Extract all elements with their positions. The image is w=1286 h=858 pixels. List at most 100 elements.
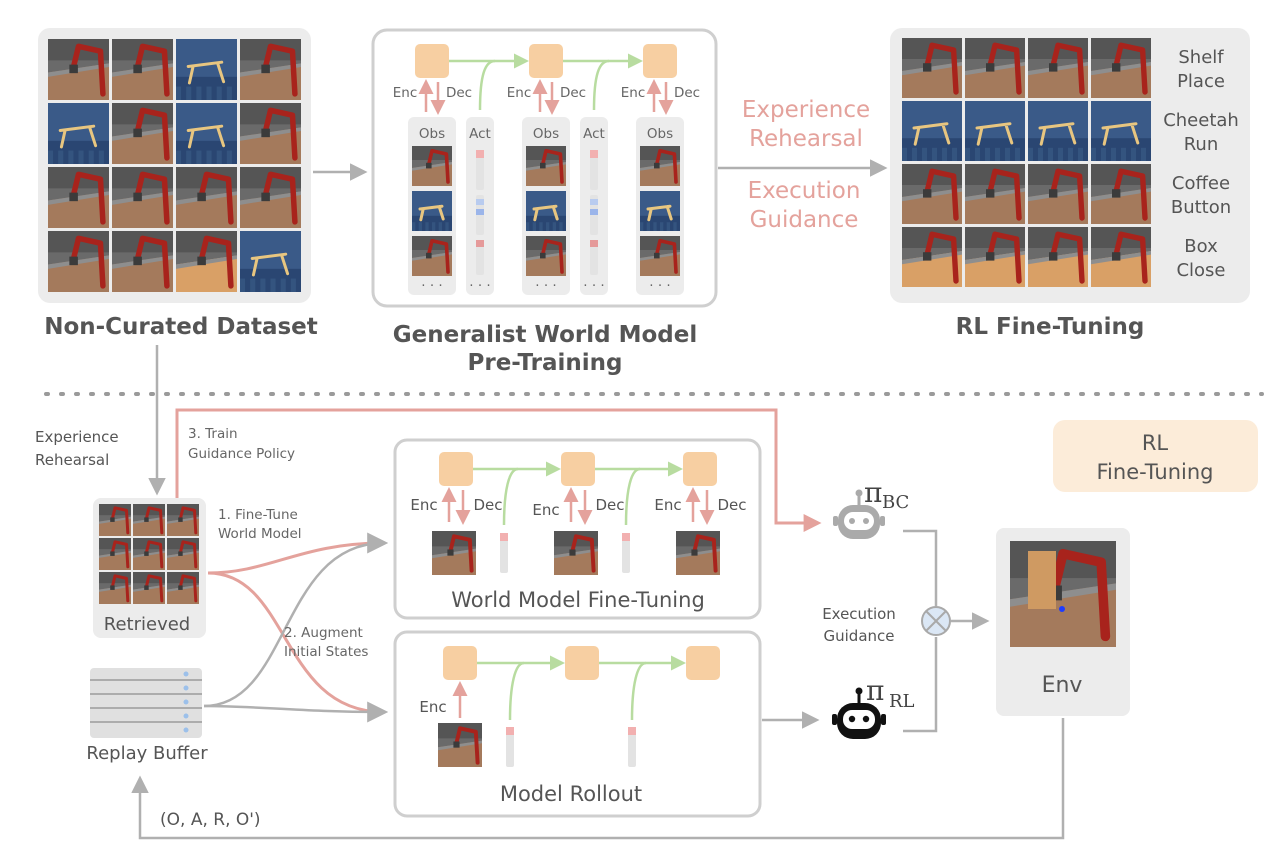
- latent-state-box: [439, 452, 473, 486]
- obs-thumbnail: [526, 146, 566, 186]
- dec-label: Dec: [446, 85, 472, 101]
- enc-label: Enc: [410, 496, 437, 514]
- finetune-thumbnail: [1028, 101, 1088, 161]
- finetune-wm-line1: 1. Fine-Tune: [218, 507, 298, 523]
- latent-state-box: [415, 44, 449, 78]
- enc-label: Enc: [419, 698, 446, 716]
- dataset-thumbnail: [240, 231, 301, 292]
- pretrain-label-line2: Pre-Training: [468, 350, 623, 376]
- dataset-thumbnail-grid: [48, 39, 301, 292]
- finetune-thumbnail: [1091, 164, 1151, 224]
- dec-label: Dec: [473, 496, 502, 514]
- pretrain-label-line1: Generalist World Model: [393, 322, 697, 348]
- obs-thumbnail: [438, 723, 482, 767]
- dataset-thumbnail: [48, 231, 109, 292]
- rl-finetune-badge: [1053, 420, 1258, 492]
- dataset-thumbnail: [112, 167, 173, 228]
- action-bar: [476, 240, 484, 275]
- task-name-line2: Place: [1177, 71, 1225, 92]
- action-bar: [500, 533, 508, 573]
- env-label: Env: [1042, 673, 1083, 698]
- obs-ellipsis: · · ·: [649, 278, 670, 294]
- action-bar: [622, 533, 630, 573]
- arrow-train-guidance-policy: [175, 408, 822, 532]
- execution-guidance-top-line1: Execution: [748, 178, 861, 204]
- finetune-wm-line2: World Model: [218, 526, 302, 542]
- wm-finetune-panel: [393, 438, 762, 620]
- augment-line1: 2. Augment: [284, 625, 363, 641]
- dataset-thumbnail: [48, 39, 109, 100]
- transition-label: (O, A, R, O'): [160, 810, 261, 830]
- dataset-thumbnail: [48, 103, 109, 164]
- obs-label: Obs: [533, 126, 559, 142]
- dataset-thumbnail: [176, 103, 237, 164]
- line-pi-rl-to-combine: [903, 637, 938, 733]
- latent-state-box: [529, 44, 563, 78]
- task-name-line2: Run: [1184, 134, 1219, 155]
- finetune-thumbnail: [965, 164, 1025, 224]
- obs-label: Obs: [647, 126, 673, 142]
- action-bar: [590, 240, 598, 275]
- enc-label: Enc: [621, 85, 646, 101]
- dataset-thumbnail: [240, 167, 301, 228]
- retrieved-thumbnail: [99, 572, 131, 604]
- retrieved-thumbnail: [167, 504, 199, 536]
- retrieved-label: Retrieved: [104, 614, 190, 635]
- finetune-thumbnail: [1091, 101, 1151, 161]
- latent-state-box: [561, 452, 595, 486]
- target-dot: [1059, 606, 1065, 612]
- action-bar: [590, 150, 598, 190]
- pi-rl-robot-icon: [832, 687, 886, 739]
- action-bar: [590, 195, 598, 235]
- env-thumbnail: [1010, 541, 1116, 647]
- action-bar: [506, 727, 514, 767]
- act-label: Act: [583, 126, 605, 142]
- experience-rehearsal-top-line1: Experience: [742, 97, 870, 123]
- finetune-thumbnail: [902, 101, 962, 161]
- obs-thumbnail: [526, 236, 566, 276]
- finetune-thumbnail: [1028, 38, 1088, 98]
- obs-thumbnail: [432, 531, 476, 575]
- rl-badge-line1: RL: [1142, 431, 1169, 455]
- enc-label: Enc: [654, 496, 681, 514]
- dec-label: Dec: [674, 85, 700, 101]
- enc-label: Enc: [393, 85, 418, 101]
- dataset-label: Non-Curated Dataset: [44, 314, 318, 340]
- dataset-thumbnail: [240, 39, 301, 100]
- obs-thumbnail: [640, 146, 680, 186]
- dataset-thumbnail: [176, 167, 237, 228]
- finetune-thumbnail: [965, 101, 1025, 161]
- task-name-line2: Button: [1171, 197, 1231, 218]
- pi-bc-subscript: BC: [882, 492, 909, 513]
- execution-guidance-top-line2: Guidance: [750, 207, 859, 233]
- obs-ellipsis: · · ·: [421, 278, 442, 294]
- arrow-buffer-to-wm-finetune: [203, 534, 388, 708]
- arrow-env-to-replay-buffer: [131, 718, 1065, 840]
- retrieved-thumbnail: [133, 572, 165, 604]
- finetune-thumbnail: [1091, 227, 1151, 287]
- pi-bc-robot-icon: [833, 489, 885, 539]
- rollout-label: Model Rollout: [500, 782, 642, 806]
- experience-rehearsal-top-line2: Rehearsal: [749, 126, 863, 152]
- train-guidance-line1: 3. Train: [188, 426, 238, 442]
- retrieved-thumbnail: [167, 538, 199, 570]
- finetune-thumbnail: [1091, 38, 1151, 98]
- task-name-line1: Shelf: [1178, 47, 1224, 68]
- arrow-retrieved-to-rollout: [207, 571, 389, 723]
- shelf: [1028, 551, 1056, 609]
- obs-label: Obs: [419, 126, 445, 142]
- replay-buffer-icon: [90, 668, 202, 738]
- dataset-thumbnail: [112, 231, 173, 292]
- pi-rl-symbol: π: [866, 674, 884, 707]
- experience-rehearsal-bottom-line2: Rehearsal: [35, 451, 109, 469]
- task-name-line1: Cheetah: [1163, 110, 1239, 131]
- rollout-world-model: Enc: [419, 646, 720, 767]
- finetune-thumbnail: [965, 38, 1025, 98]
- task-name-line1: Box: [1184, 236, 1218, 257]
- retrieved-thumbnail: [133, 504, 165, 536]
- finetune-thumbnail: [965, 227, 1025, 287]
- combine-operator-icon: [921, 606, 951, 636]
